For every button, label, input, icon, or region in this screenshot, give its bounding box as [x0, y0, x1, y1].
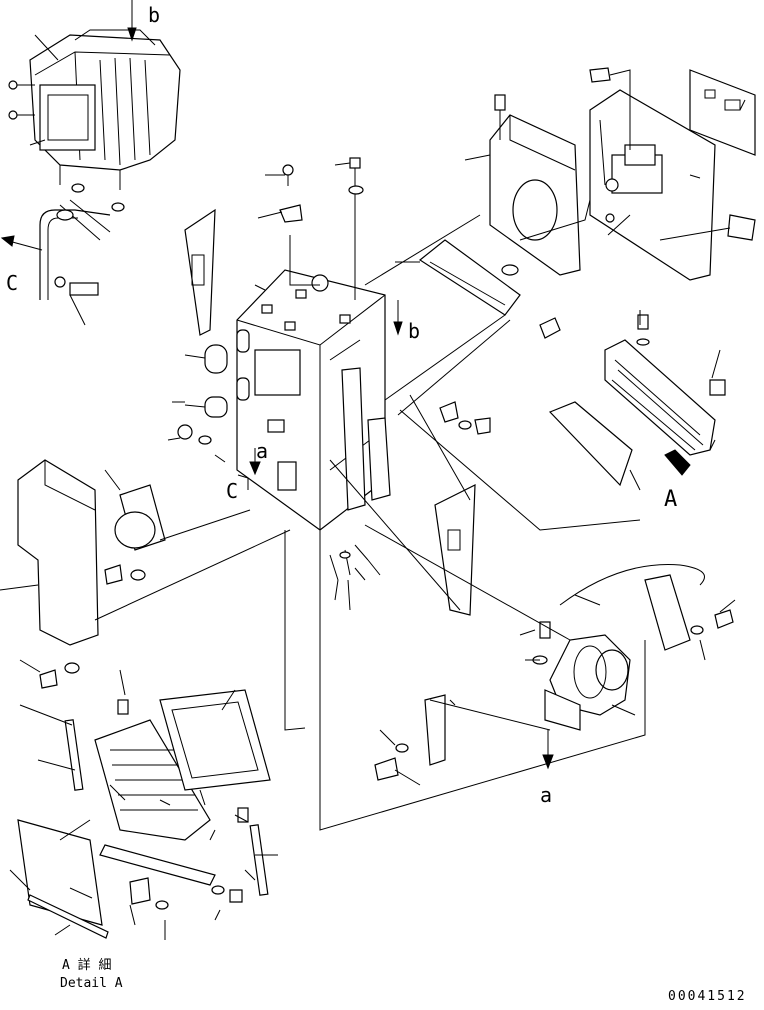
arrow-b-top-head [127, 27, 137, 42]
label-a-bottom: a [540, 783, 552, 807]
heater-unit [8, 29, 181, 212]
louver-assembly-A [548, 314, 726, 487]
leader-lines [94, 199, 646, 831]
bolt-top [257, 157, 364, 300]
filter-cover [17, 424, 212, 689]
duct-box [236, 269, 391, 531]
blower-fan [532, 564, 734, 731]
grommet-lower [204, 396, 228, 418]
detail-A-parts [17, 689, 271, 939]
upper-duct [464, 94, 581, 276]
arrow-b-mid-head [393, 321, 403, 336]
bolt-bracket [374, 757, 399, 781]
control-panel [589, 67, 756, 281]
label-c-center: C [226, 479, 238, 503]
bracket-bar [395, 239, 561, 339]
detail-caption-ja: A 詳 細 [62, 957, 111, 973]
label-b-top: b [148, 3, 160, 27]
callout-ticks [0, 99, 746, 940]
grommet-upper [204, 344, 228, 374]
arrow-c-head [0, 235, 15, 247]
bracket-vertical [424, 694, 446, 766]
arrow-A-marker [664, 449, 691, 476]
label-b-mid: b [408, 319, 420, 343]
arrow-a-center-head [249, 461, 261, 476]
detail-caption-en: Detail A [60, 976, 123, 991]
label-c-left: C [6, 271, 18, 295]
arrow-a-bottom-head [542, 754, 554, 770]
heater-hoses [39, 199, 111, 300]
side-plate-left [184, 208, 216, 336]
label-a-center: a [256, 439, 268, 463]
label-A: A [664, 487, 677, 512]
figure-number: 00041512 [668, 989, 747, 1004]
